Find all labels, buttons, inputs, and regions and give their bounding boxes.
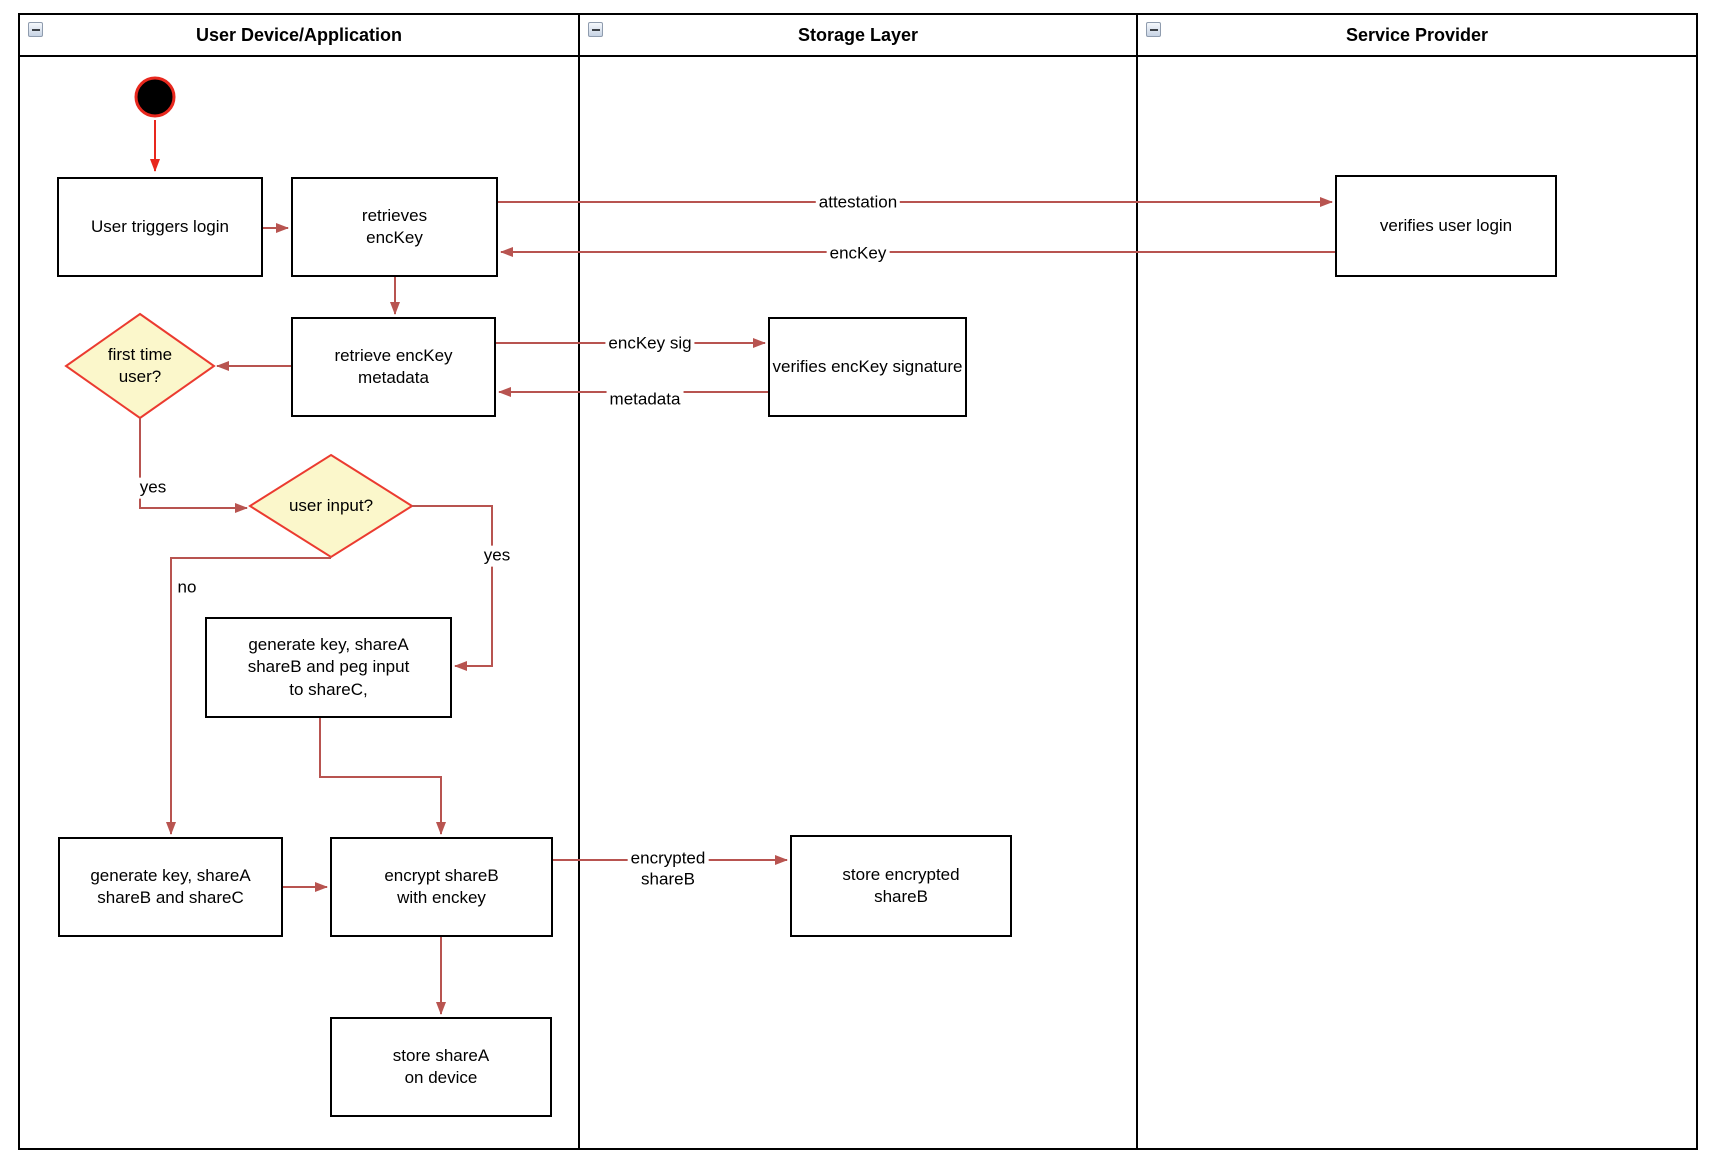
node-label: verifies user login	[1379, 215, 1513, 235]
node-encrypt-shareb[interactable]: encrypt shareB with enckey	[330, 837, 553, 937]
node-label: retrieve encKey metadata	[334, 345, 453, 387]
lane-user-device: User Device/Application	[20, 15, 580, 1148]
node-label: retrieves encKey	[361, 205, 428, 247]
collapse-lane-button[interactable]	[1146, 22, 1161, 37]
node-verifies-enckey-signature[interactable]: verifies encKey signature	[768, 317, 967, 417]
node-label: store encrypted shareB	[842, 864, 960, 906]
node-retrieves-enckey[interactable]: retrieves encKey	[291, 177, 498, 277]
edge-label-encrypted-shareb: encrypted shareB	[627, 848, 709, 890]
node-store-sharea[interactable]: store shareA on device	[330, 1017, 552, 1117]
node-verifies-user-login[interactable]: verifies user login	[1335, 175, 1557, 277]
initial-node[interactable]	[134, 76, 176, 118]
node-label: encrypt shareB with enckey	[384, 865, 499, 907]
edge-label-yes-user-input: yes	[480, 545, 514, 567]
node-user-triggers-login[interactable]: User triggers login	[57, 177, 263, 277]
node-retrieve-enckey-metadata[interactable]: retrieve encKey metadata	[291, 317, 496, 417]
lane-service-provider: Service Provider	[1138, 15, 1696, 1148]
collapse-lane-button[interactable]	[588, 22, 603, 37]
decision-label-user-input: user input?	[288, 495, 374, 515]
minus-icon	[1149, 28, 1158, 31]
minus-icon	[591, 28, 600, 31]
edge-label-metadata: metadata	[606, 389, 684, 411]
lane-header-user-device: User Device/Application	[20, 15, 578, 57]
node-label: User triggers login	[91, 216, 229, 236]
edge-label-enckey-sig: encKey sig	[605, 333, 695, 355]
node-label: generate key, shareA shareB and shareC	[90, 865, 251, 907]
lane-title-storage-layer: Storage Layer	[797, 24, 919, 45]
lane-title-user-device: User Device/Application	[195, 24, 403, 45]
node-generate-key-abc[interactable]: generate key, shareA shareB and shareC	[58, 837, 283, 937]
edge-yes-first-time	[139, 418, 248, 513]
swimlane-pool: User Device/Application Storage Layer Se…	[18, 13, 1698, 1150]
edge-yes-user-input	[412, 505, 493, 671]
node-label: generate key, shareA shareB and peg inpu…	[247, 634, 410, 699]
lane-title-service-provider: Service Provider	[1345, 24, 1489, 45]
decision-label-first-time-user: first time user?	[107, 344, 173, 386]
lane-storage-layer: Storage Layer	[580, 15, 1138, 1148]
collapse-lane-button[interactable]	[28, 22, 43, 37]
edge-no-user-input	[166, 557, 331, 835]
edge-label-attestation: attestation	[815, 192, 901, 214]
edge-peg-to-encrypt	[319, 718, 446, 835]
minus-icon	[31, 28, 40, 31]
edge-label-no-user-input: no	[174, 577, 200, 599]
lane-header-service-provider: Service Provider	[1138, 15, 1696, 57]
lane-header-storage-layer: Storage Layer	[580, 15, 1136, 57]
node-generate-key-peg-input[interactable]: generate key, shareA shareB and peg inpu…	[205, 617, 452, 718]
edge-label-yes-first-time: yes	[136, 477, 170, 499]
node-label: store shareA on device	[392, 1045, 490, 1087]
edge-label-enckey: encKey	[826, 243, 890, 265]
node-label: verifies encKey signature	[772, 356, 963, 376]
node-store-encrypted-shareb[interactable]: store encrypted shareB	[790, 835, 1012, 937]
